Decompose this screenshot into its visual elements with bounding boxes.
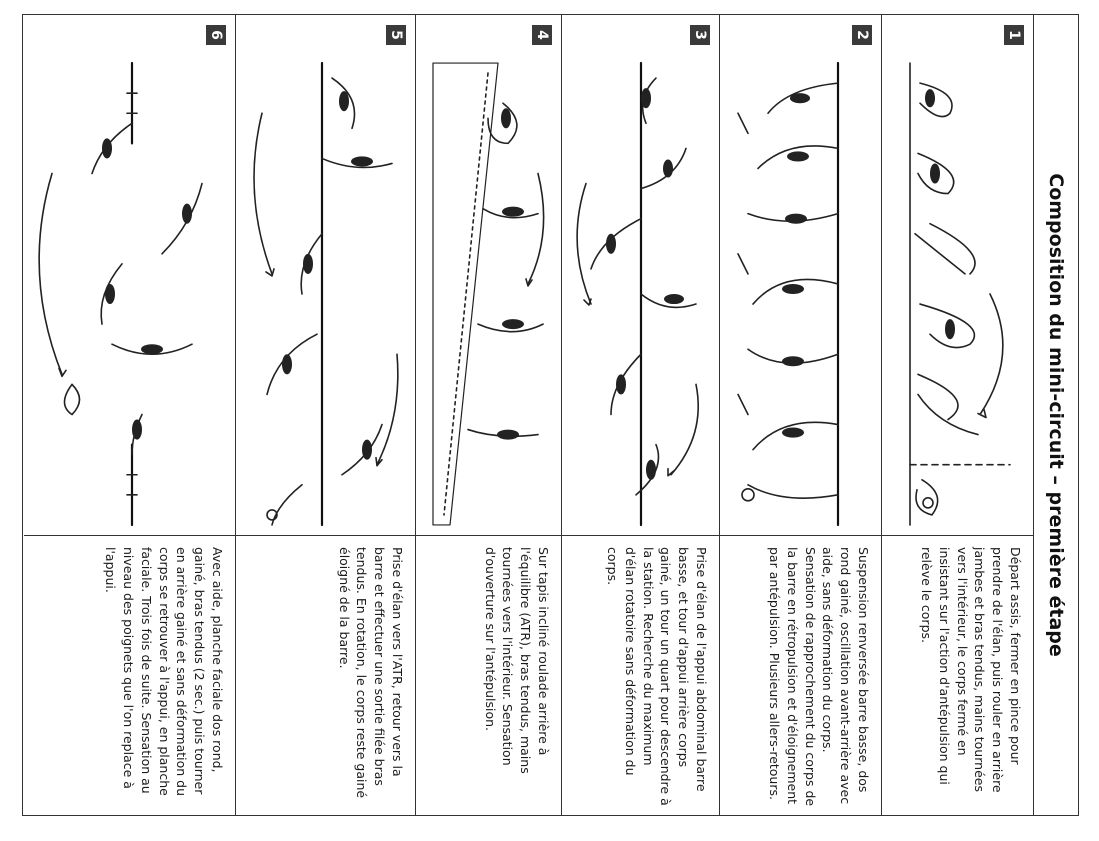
step-description: Départ assis, fermer en pince pour prend… — [888, 547, 1024, 807]
step-row-6: 6 — [24, 15, 236, 815]
step-row-1: 1 Départ assis, fermer en — [881, 15, 1034, 815]
step-illustration — [566, 53, 716, 535]
step-number-badge: 6 — [206, 25, 226, 45]
step-illustration — [240, 53, 412, 535]
step-illustration — [28, 53, 232, 535]
steps-table: 1 Départ assis, fermer en — [23, 15, 1034, 815]
step-row-5: 5 Prise d'élan vers l'ATR, — [235, 15, 416, 815]
step-number-badge: 2 — [852, 25, 872, 45]
step-description: Prise d'élan vers l'ATR, retour vers la … — [242, 547, 406, 807]
step-description: Prise d'élan de l'appui abdominal barre … — [568, 547, 710, 807]
step-row-3: 3 Prise d'élan de l'appui — [561, 15, 720, 815]
step-description: Avec aide, planche faciale dos rond, gai… — [30, 547, 226, 807]
step-number-badge: 3 — [690, 25, 710, 45]
column-divider — [416, 535, 562, 536]
step-illustration — [724, 53, 878, 535]
step-number-badge: 1 — [1004, 25, 1024, 45]
column-divider — [236, 535, 416, 536]
step-description: Sur tapis incliné roulade arrière à l'éq… — [422, 547, 552, 807]
step-number-badge: 5 — [386, 25, 406, 45]
step-row-4: 4 Sur tapis incliné roulade arrière à l'… — [415, 15, 562, 815]
step-description: Suspension renversée barre basse, dos ro… — [726, 547, 872, 807]
step-illustration — [886, 53, 1030, 535]
worksheet-frame: Composition du mini-circuit – première é… — [22, 14, 1079, 816]
step-row-2: 2 Suspension renversée bar — [719, 15, 882, 815]
column-divider — [562, 535, 720, 536]
document-title: Composition du mini-circuit – première é… — [1033, 15, 1078, 815]
column-divider — [882, 535, 1034, 536]
step-number-badge: 4 — [532, 25, 552, 45]
column-divider — [24, 535, 236, 536]
column-divider — [720, 535, 882, 536]
step-illustration — [420, 53, 558, 535]
